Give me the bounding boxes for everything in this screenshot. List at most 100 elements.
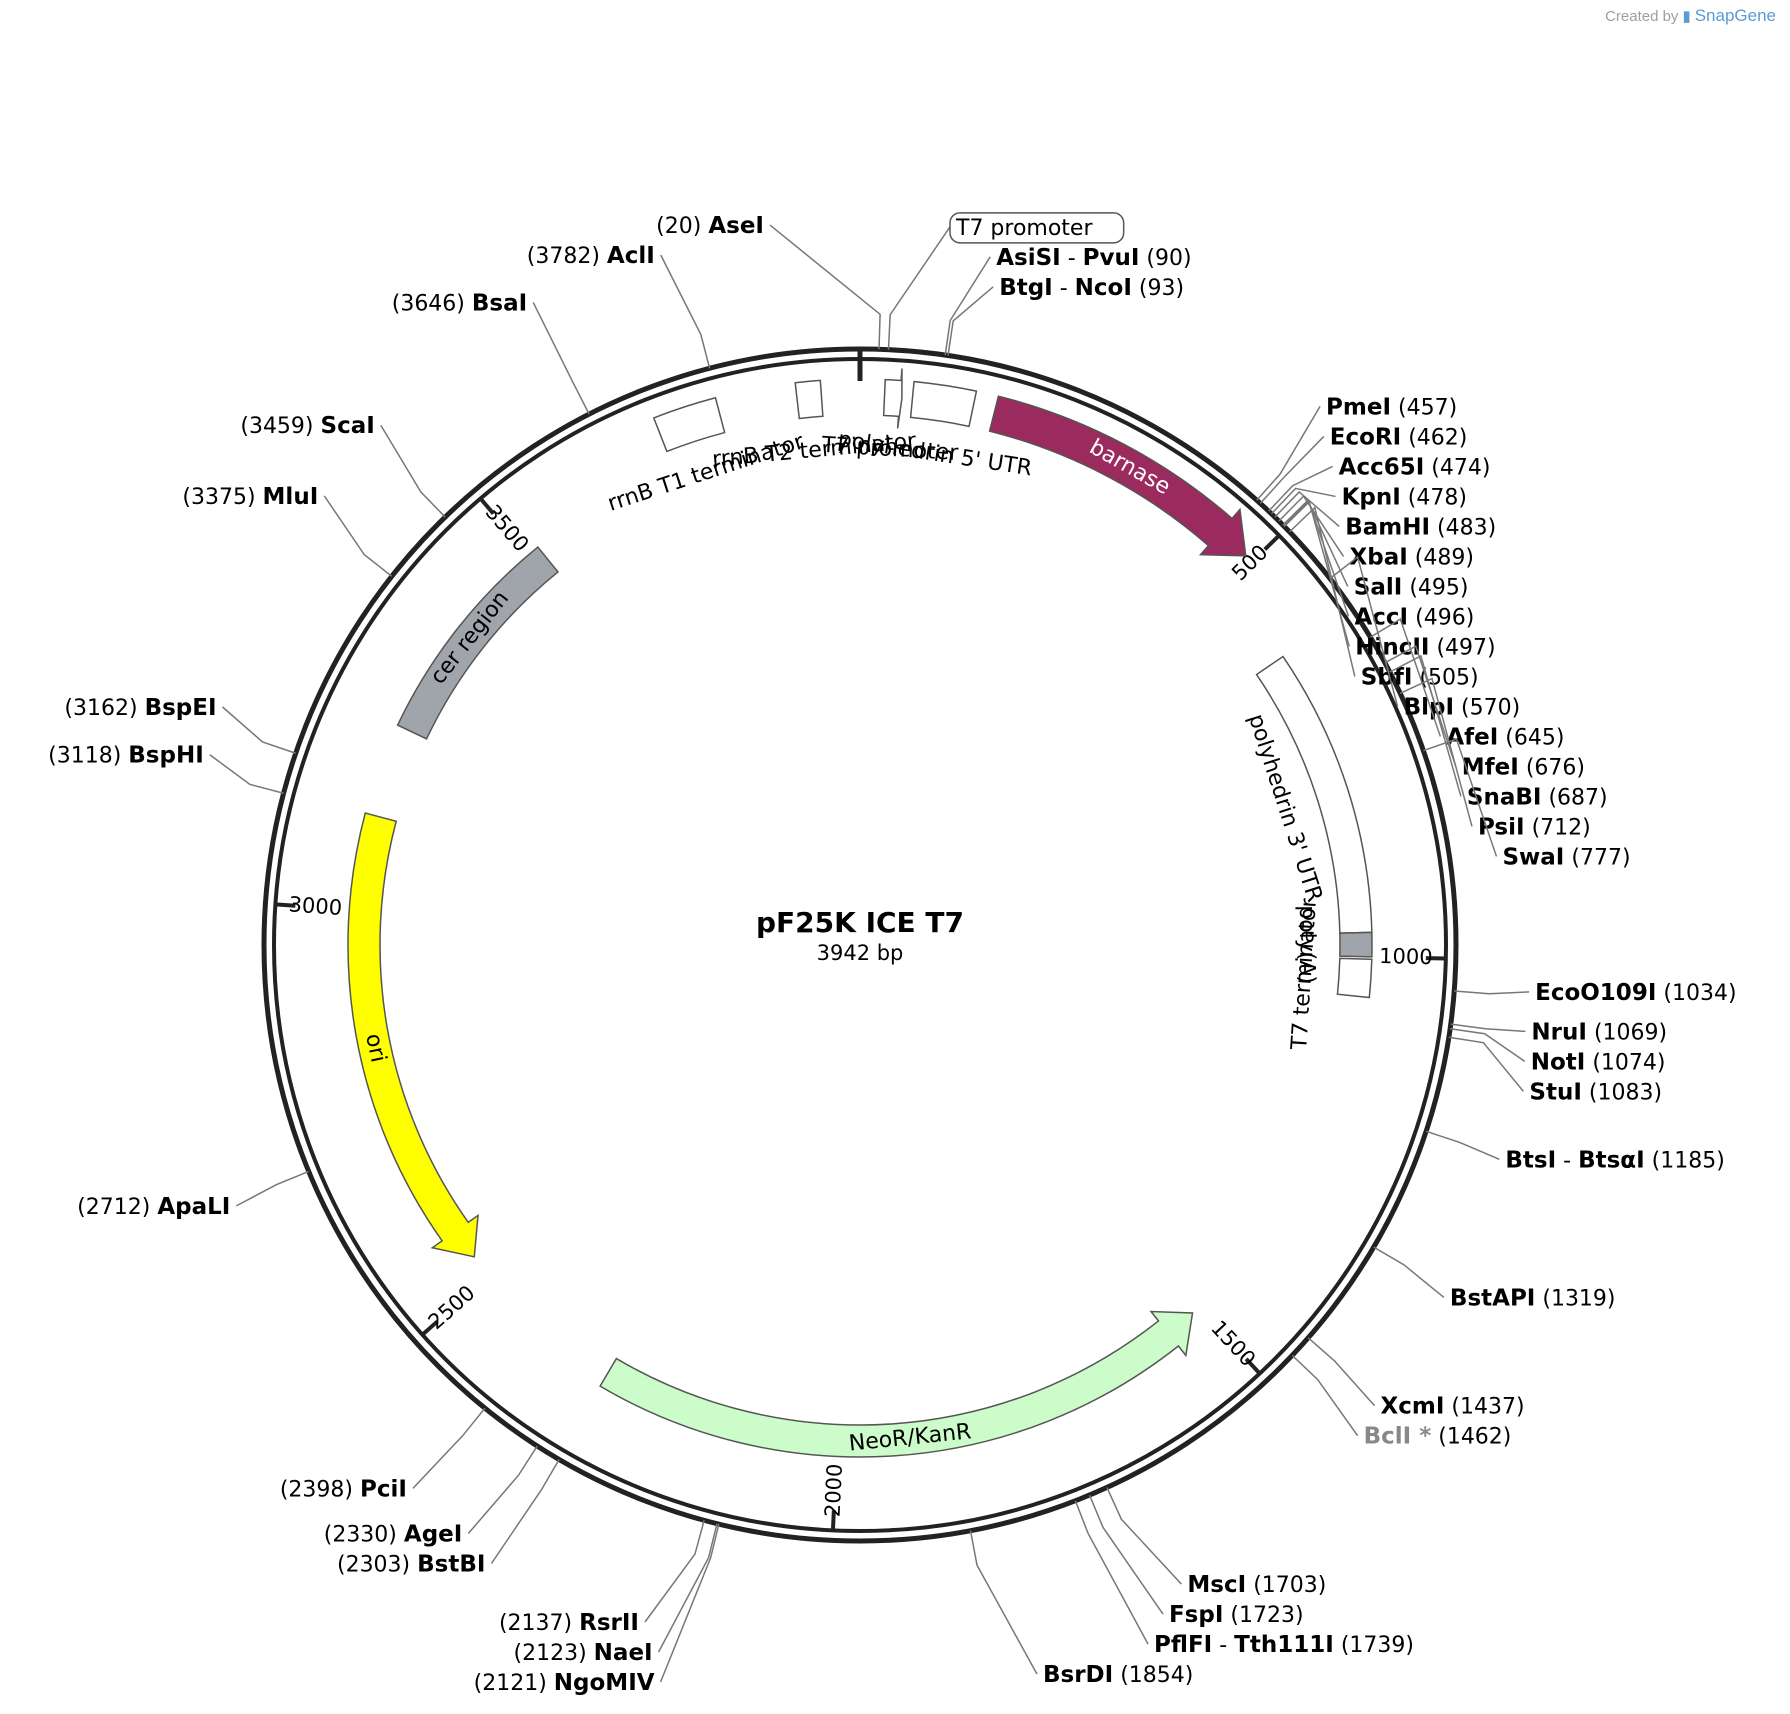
site-rsrii[interactable]: (2137) RsrII [499, 1610, 639, 1636]
site-ecoo109i[interactable]: EcoO109I (1034) [1535, 980, 1736, 1006]
site-btgi-ncoi[interactable]: BtgI - NcoI (93) [999, 275, 1184, 301]
site-line-msci [1106, 1487, 1182, 1585]
site-text-btgi-ncoi: BtgI - NcoI (93) [999, 275, 1184, 301]
tick-1500 [1244, 1357, 1262, 1375]
site-stui[interactable]: StuI (1083) [1529, 1079, 1662, 1105]
site-line-noti [1449, 1028, 1526, 1062]
site-name: T7 promoter [955, 216, 1093, 241]
site-position: (483) [1437, 515, 1496, 540]
site-gap [1401, 425, 1408, 450]
site-agei[interactable]: (2330) AgeI [324, 1521, 463, 1547]
site-bspei[interactable]: (3162) BspEI [64, 695, 216, 721]
site-hincii[interactable]: HincII (497) [1355, 634, 1495, 660]
site-position: (2712) [77, 1195, 150, 1220]
site-psii[interactable]: PsiI (712) [1478, 814, 1591, 840]
site-mfei[interactable]: MfeI (676) [1462, 754, 1585, 780]
site-nrui[interactable]: NruI (1069) [1531, 1019, 1667, 1045]
site-pcii[interactable]: (2398) PciI [280, 1476, 407, 1502]
site-line-nrui [1450, 1023, 1526, 1033]
site-snabi[interactable]: SnaBI (687) [1467, 784, 1608, 810]
site-acc65i[interactable]: Acc65I (474) [1339, 454, 1491, 480]
site-bsai[interactable]: (3646) BsaI [392, 290, 527, 316]
site-position: (3782) [527, 244, 600, 269]
site-text-afei: AfeI (645) [1446, 724, 1564, 750]
site-name: AseI [708, 213, 764, 239]
site-scai[interactable]: (3459) ScaI [240, 413, 374, 439]
site-naei[interactable]: (2123) NaeI [514, 1640, 653, 1666]
site-xbai[interactable]: XbaI (489) [1350, 544, 1474, 570]
site-bstapi[interactable]: BstAPI (1319) [1450, 1285, 1616, 1311]
site-afei[interactable]: AfeI (645) [1446, 724, 1564, 750]
site-name: NotI [1531, 1049, 1586, 1075]
snapgene-credit: Created by ▮ SnapGene [1605, 6, 1776, 26]
tick-label-3500: 3500 [481, 500, 534, 556]
feature-label-cer-region: cer region [426, 586, 514, 689]
feature-cer-region[interactable] [396, 546, 560, 740]
site-gap [1564, 845, 1571, 870]
site-swai[interactable]: SwaI (777) [1502, 844, 1630, 870]
feature-poly-a[interactable] [1339, 931, 1373, 958]
site-fspi[interactable]: FspI (1723) [1169, 1602, 1304, 1628]
site-noti[interactable]: NotI (1074) [1531, 1049, 1666, 1075]
site-kpni[interactable]: KpnI (478) [1342, 484, 1467, 510]
feature-polyhedrin-5-utr[interactable] [909, 380, 978, 428]
site-dash: - [1061, 246, 1083, 271]
site-text-sali: SalI (495) [1354, 574, 1469, 600]
feature-ori[interactable] [347, 812, 479, 1258]
site-blpi[interactable]: BlpI (570) [1404, 694, 1521, 720]
site-acci[interactable]: AccI (496) [1354, 604, 1474, 630]
site-gap [1429, 635, 1436, 660]
site-line-bcli [1291, 1354, 1359, 1437]
site-acli[interactable]: (3782) AclI [527, 243, 655, 269]
plasmid-backbone [261, 346, 1459, 1544]
feature-t7-terminator[interactable] [1336, 957, 1373, 999]
site-gap [314, 414, 321, 439]
feature-rrnb-t2-terminator[interactable] [794, 379, 824, 420]
site-bsrdi[interactable]: BsrDI (1854) [1043, 1662, 1193, 1688]
tick-2500 [421, 1319, 439, 1337]
site-bcli[interactable]: BclI * (1462) [1364, 1424, 1512, 1450]
site-asei[interactable]: (20) AseI [656, 213, 764, 239]
site-position: (474) [1431, 455, 1490, 480]
site-line-pcii [412, 1407, 486, 1489]
site-ecori[interactable]: EcoRI (462) [1330, 424, 1468, 450]
site-pmei[interactable]: PmeI (457) [1326, 394, 1457, 420]
site-position: (1034) [1663, 981, 1736, 1006]
site-bstbi[interactable]: (2303) BstBI [337, 1551, 485, 1577]
site-name: SalI [1354, 574, 1403, 600]
site-text-asisi-pvui: AsiSI - PvuI (90) [996, 245, 1191, 271]
site-msci[interactable]: MscI (1703) [1187, 1572, 1326, 1598]
site-position: (1854) [1120, 1663, 1193, 1688]
plasmid-name: pF25K ICE T7 [756, 906, 964, 939]
site-line-swai [1423, 738, 1498, 857]
site-bsphi[interactable]: (3118) BspHI [48, 743, 204, 769]
site-asisi-pvui[interactable]: AsiSI - PvuI (90) [996, 245, 1191, 271]
site-sali[interactable]: SalI (495) [1354, 574, 1469, 600]
site-gap [1587, 1020, 1594, 1045]
site-line-asisi-pvui [944, 256, 991, 356]
feature-t7-promoter[interactable] [882, 368, 903, 429]
site-xcmi[interactable]: XcmI (1437) [1381, 1394, 1525, 1420]
site-name: NruI [1531, 1019, 1587, 1045]
site-name: BamHI [1345, 514, 1430, 540]
feature-barnase[interactable] [988, 395, 1247, 557]
feature-neor-kanr[interactable] [599, 1310, 1194, 1458]
site-position: (2137) [499, 1611, 572, 1636]
site-ngomiv[interactable]: (2121) NgoMIV [474, 1670, 655, 1696]
site-gap [572, 1611, 579, 1636]
site-name: ApaLI [157, 1194, 230, 1220]
site-pflfi-tth111i[interactable]: PflFI - Tth111I (1739) [1154, 1632, 1414, 1658]
site-name: AgeI [404, 1521, 462, 1547]
site-bamhi[interactable]: BamHI (483) [1345, 514, 1496, 540]
site-text-psii: PsiI (712) [1478, 814, 1591, 840]
site-text-rsrii: (2137) RsrII [499, 1610, 639, 1636]
site-text-bamhi: BamHI (483) [1345, 514, 1496, 540]
site-btsi-bts-i[interactable]: BtsI - BtsαI (1185) [1505, 1147, 1724, 1173]
site-gap [1424, 455, 1431, 480]
site-t7-promoter[interactable]: T7 promoter [949, 212, 1125, 244]
feature-rrnb-t1-terminator[interactable] [652, 396, 726, 453]
site-sbfi[interactable]: SbfI (505) [1361, 664, 1479, 690]
site-apali[interactable]: (2712) ApaLI [77, 1194, 230, 1220]
site-line-bstbi [490, 1459, 560, 1564]
site-mlui[interactable]: (3375) MluI [182, 484, 318, 510]
